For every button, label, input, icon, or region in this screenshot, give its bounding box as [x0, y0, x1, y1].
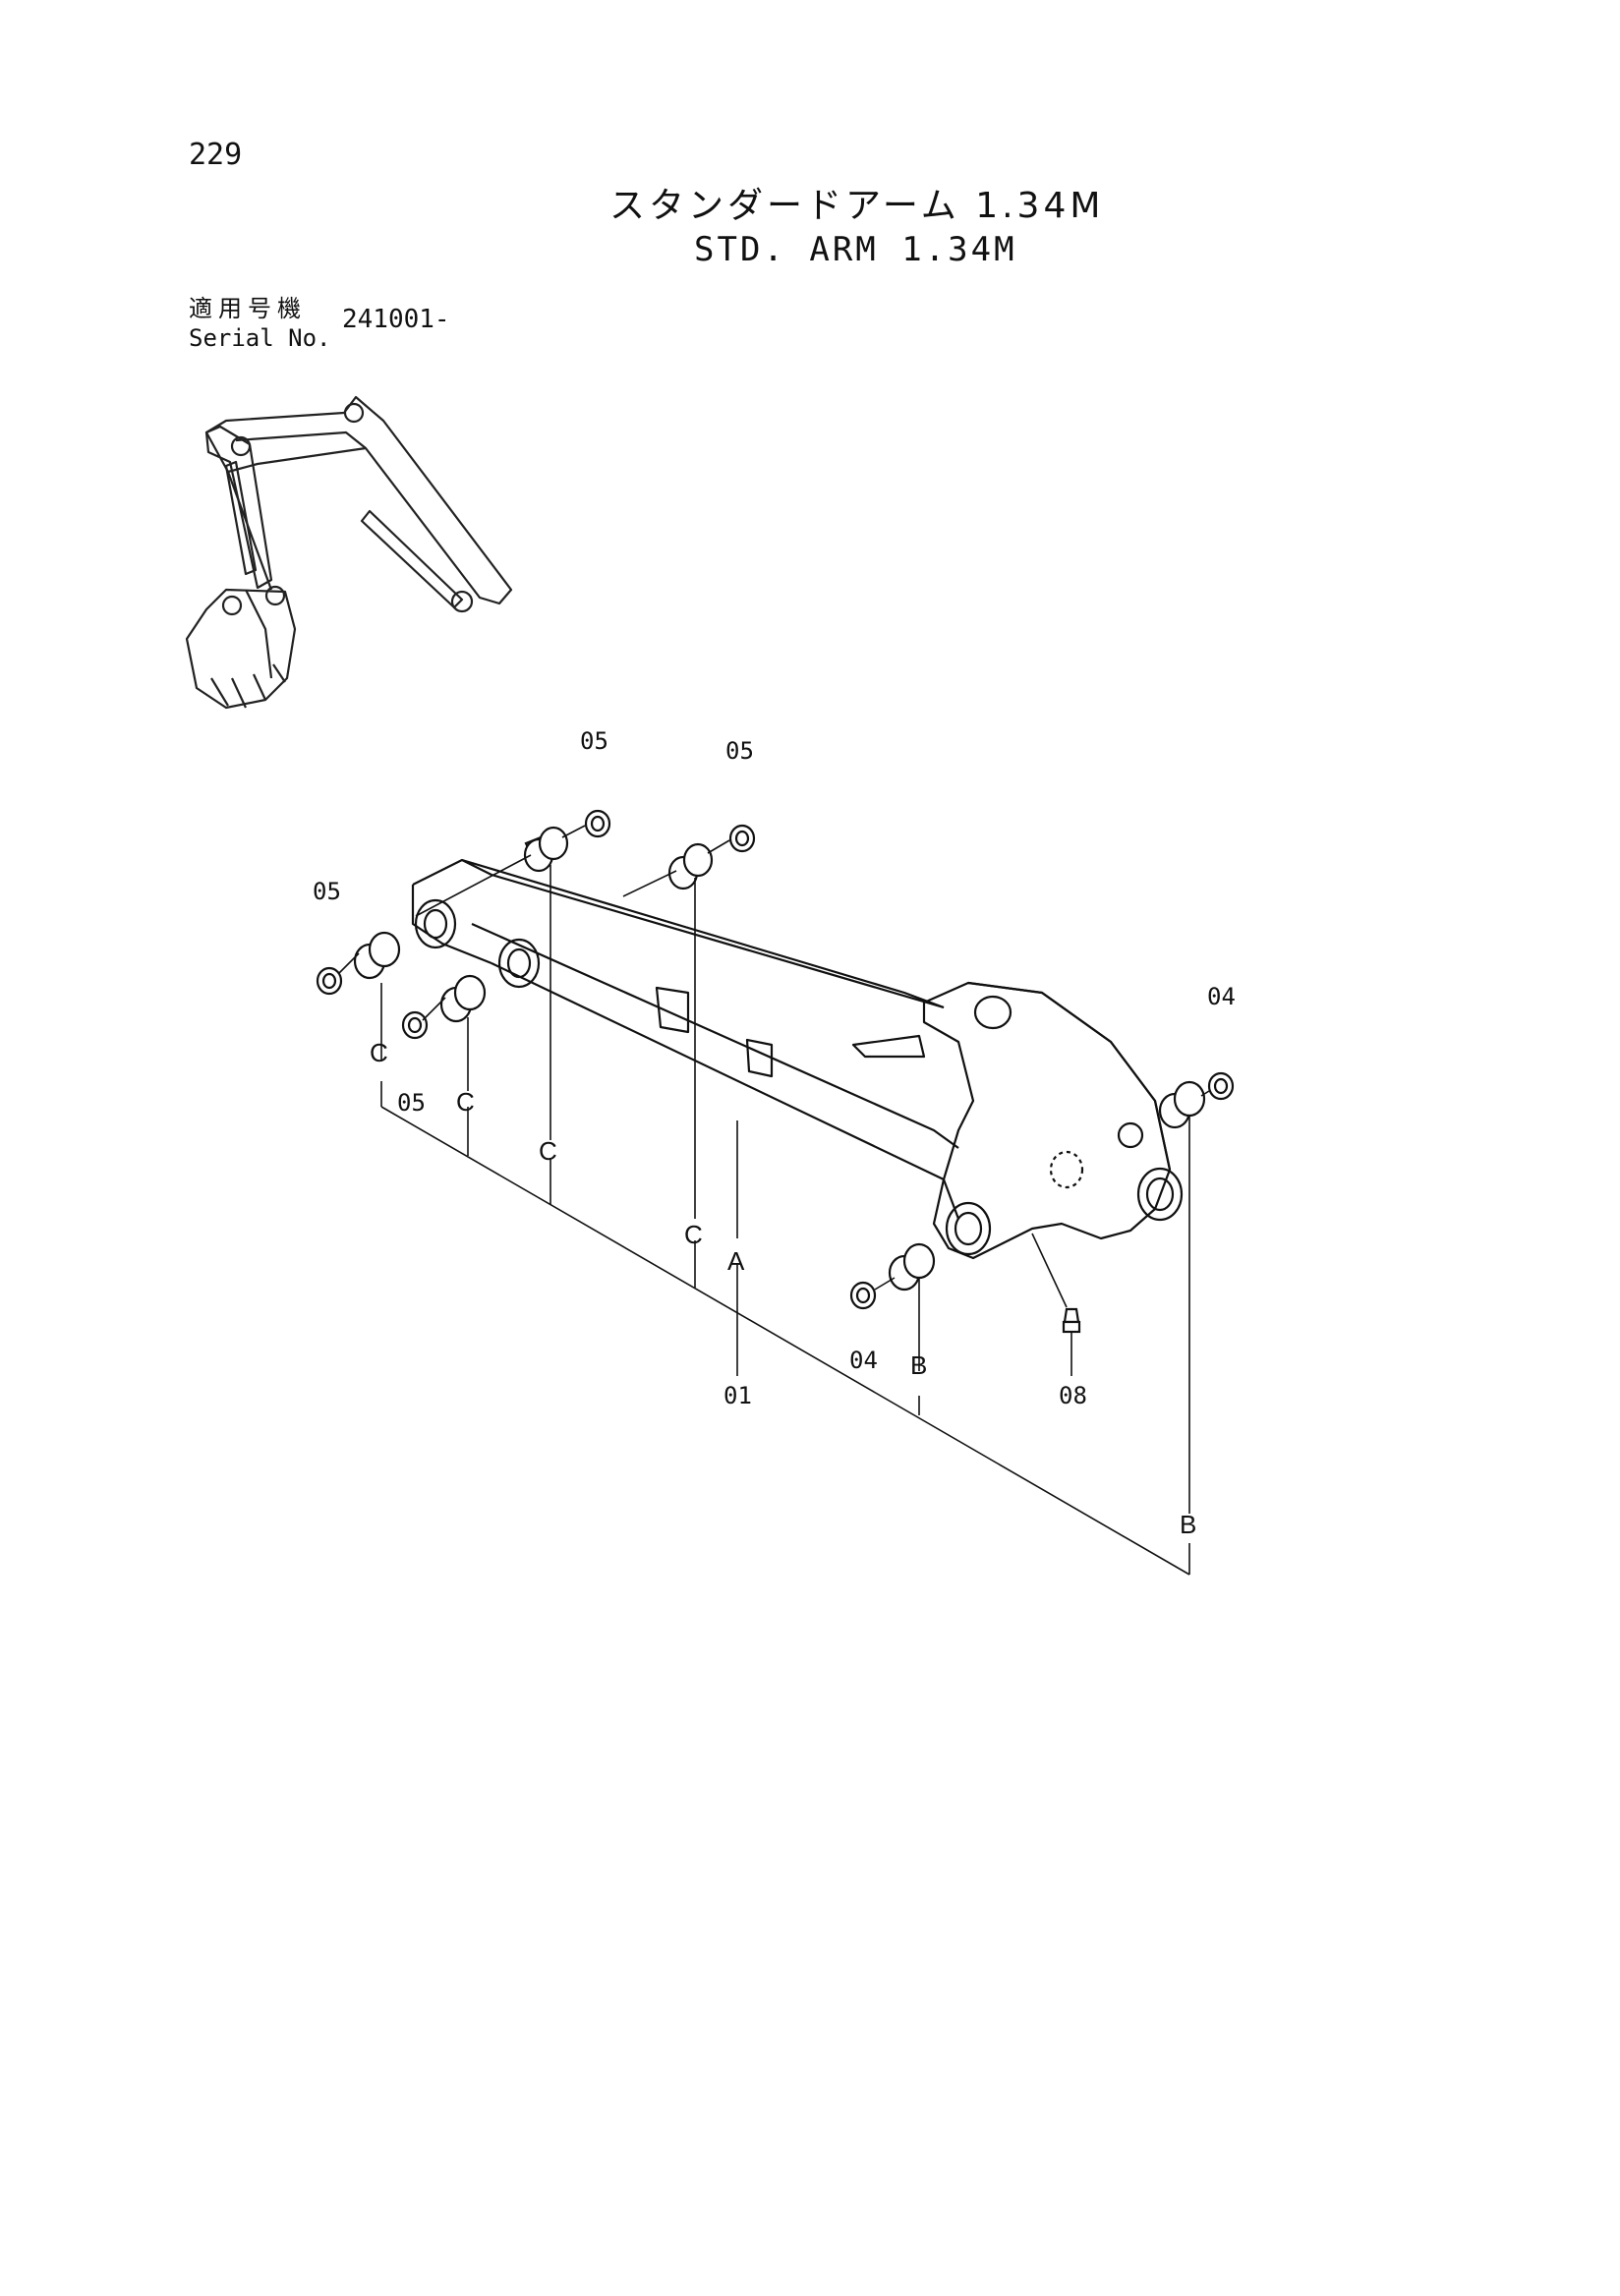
reference-letter-c-1: C — [370, 1038, 388, 1067]
reference-letter-b-1: B — [910, 1350, 927, 1380]
serial-number-range: 241001- — [342, 305, 450, 334]
reference-letter-b-2: B — [1180, 1510, 1196, 1539]
serial-label-english: Serial No. — [189, 324, 331, 352]
serial-label-japanese: 適用号機 — [189, 295, 307, 322]
callout-05-low: 05 — [397, 1089, 426, 1117]
reference-letter-c-2: C — [456, 1087, 475, 1117]
page-title-english: STD. ARM 1.34M — [694, 230, 1017, 269]
arm-body-top-edge — [412, 858, 945, 1009]
callout-05-left: 05 — [313, 878, 341, 905]
callout-08: 08 — [1059, 1382, 1087, 1409]
page-title-japanese: スタンダードアーム 1.34M — [609, 186, 1105, 226]
callout-04-right: 04 — [1207, 983, 1236, 1010]
callout-01: 01 — [723, 1382, 752, 1409]
arm-body-bottom-edge — [491, 962, 960, 1220]
page-number: 229 — [189, 138, 243, 172]
callout-05-right: 05 — [725, 737, 754, 765]
reference-letter-c-3: C — [539, 1136, 557, 1166]
reference-letter-c-4: C — [684, 1220, 703, 1249]
callout-05-top: 05 — [580, 727, 608, 755]
callout-04-low: 04 — [849, 1347, 878, 1374]
reference-letter-a: A — [727, 1246, 745, 1276]
